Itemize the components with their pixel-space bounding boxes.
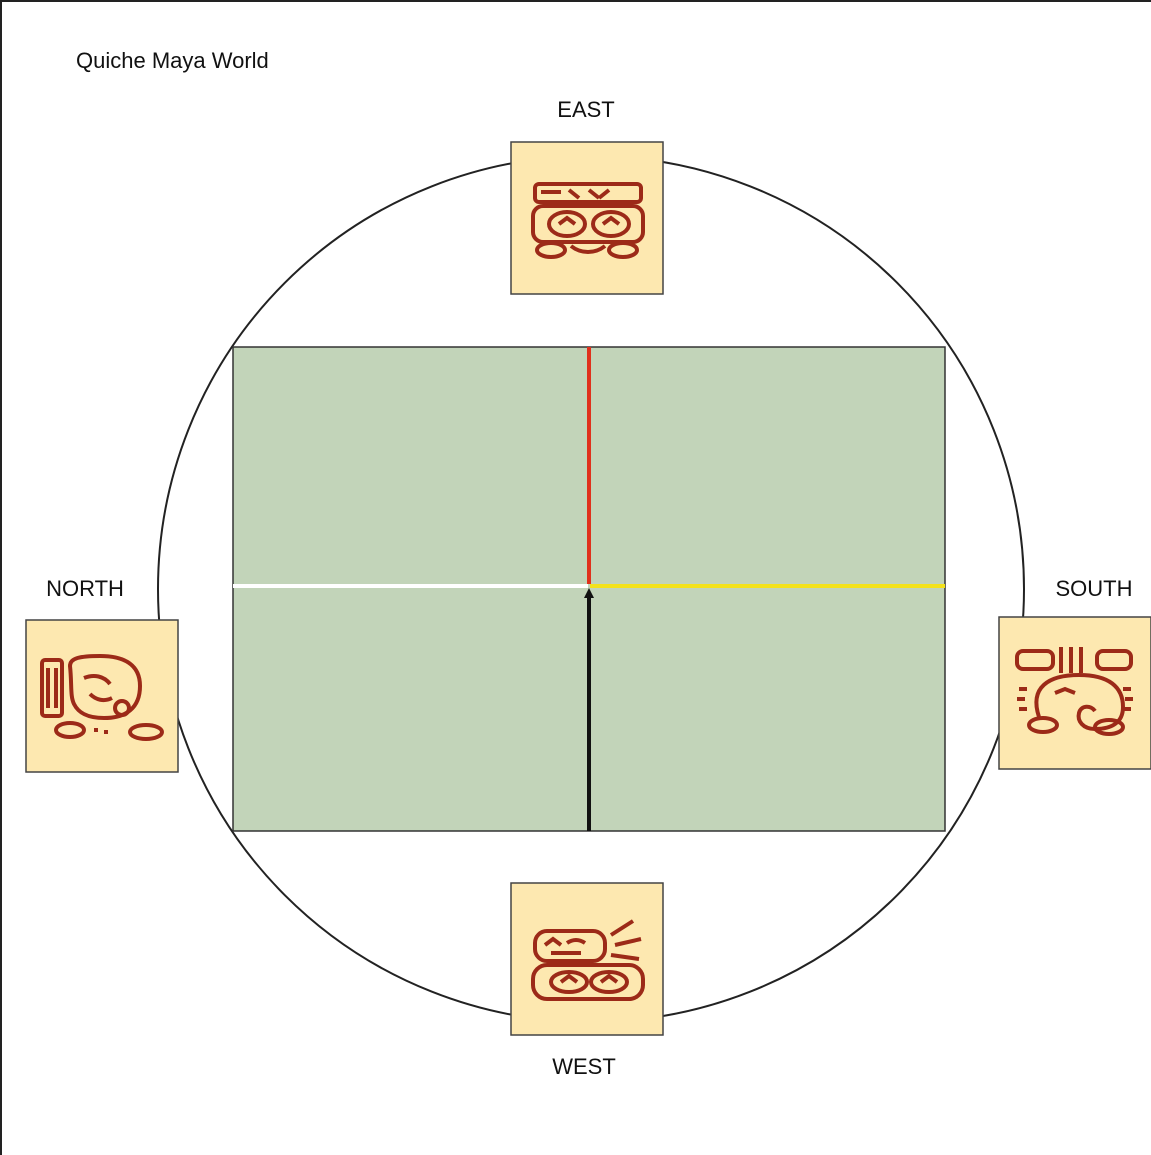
south-glyph-icon (999, 617, 1151, 769)
label-south: SOUTH (1056, 576, 1133, 601)
diagram-title: Quiche Maya World (76, 48, 269, 73)
east-glyph-icon (511, 142, 663, 294)
label-east: EAST (557, 97, 614, 122)
west-glyph-icon (511, 883, 663, 1035)
label-north: NORTH (46, 576, 124, 601)
north-glyph-icon (26, 620, 178, 772)
label-west: WEST (552, 1054, 616, 1079)
